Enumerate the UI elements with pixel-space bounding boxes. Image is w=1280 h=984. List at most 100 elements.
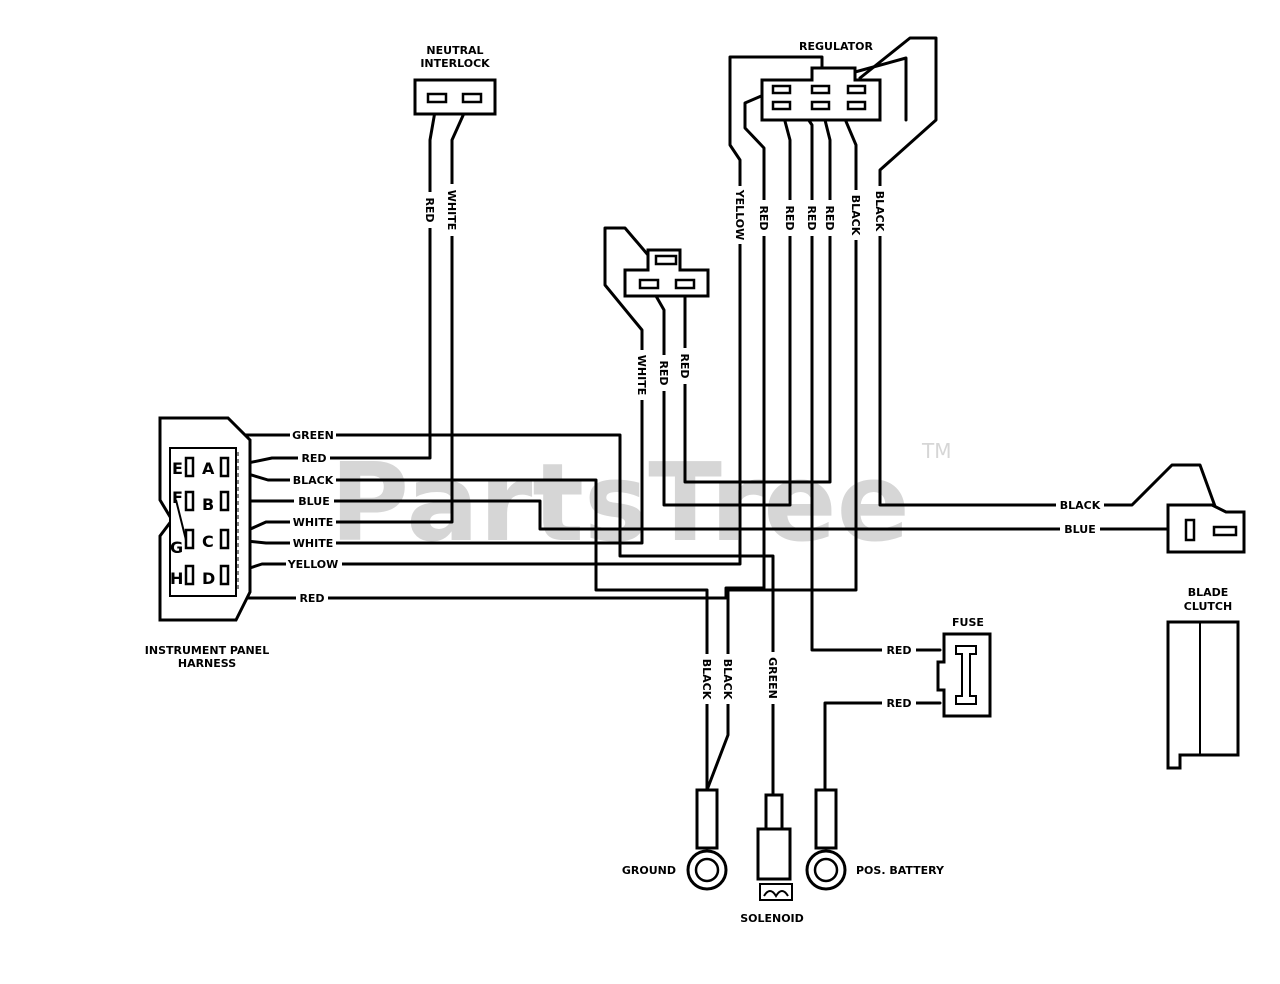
wire-label-switch-red: RED xyxy=(657,360,670,385)
label-bg xyxy=(721,654,735,704)
pin-label-a: A xyxy=(202,459,215,478)
label-bg xyxy=(700,654,714,704)
wire-white-c2 xyxy=(226,226,657,545)
label-bg xyxy=(657,355,671,391)
solenoid-label: SOLENOID xyxy=(740,912,804,925)
label-bg xyxy=(290,515,336,529)
wire-label-switch-white: WHITE xyxy=(635,355,648,395)
wire-label-clutch-black: BLACK xyxy=(1060,499,1101,512)
wire-label-solenoid-green: GREEN xyxy=(766,657,779,699)
wire-label-reg-red: RED xyxy=(757,205,770,230)
ground-ring-hole xyxy=(694,857,720,883)
pin-label-e: E xyxy=(172,459,183,478)
clutch-label-2: CLUTCH xyxy=(1184,600,1232,613)
label-bg xyxy=(766,652,780,704)
wire-switch-red2 xyxy=(683,118,832,484)
pin-socket-e xyxy=(184,456,195,478)
clutch-terminal xyxy=(1212,525,1238,537)
neutral-interlock: NEUTRAL INTERLOCK xyxy=(413,44,497,116)
pin-socket-f xyxy=(184,490,195,512)
wire-labels-vertical: RED WHITE WHITE RED RED YELLOW RED RED R… xyxy=(423,184,887,704)
wire-label-white: WHITE xyxy=(293,537,333,550)
watermark-tm: TM xyxy=(921,439,951,463)
wire-interlock-white xyxy=(331,98,472,524)
solenoid-symbol-coil xyxy=(763,890,789,898)
blade-clutch: BLADE CLUTCH xyxy=(1166,503,1246,770)
label-bg xyxy=(1056,498,1104,512)
label-bg xyxy=(873,186,887,236)
label-bg xyxy=(290,428,336,442)
label-bg xyxy=(678,348,692,384)
pin-label-g: G xyxy=(170,538,183,557)
label-bg xyxy=(290,536,336,550)
regulator-terminal xyxy=(846,100,867,111)
wire-label-clutch-blue: BLUE xyxy=(1064,523,1095,536)
harness-label-2: HARNESS xyxy=(178,657,236,670)
jumper-f-g xyxy=(175,499,187,541)
interlock-label-2: INTERLOCK xyxy=(420,57,490,70)
pin-label-f: F xyxy=(172,488,183,507)
pin-socket-a xyxy=(219,456,230,478)
label-bg xyxy=(849,190,863,240)
label-bg xyxy=(294,494,334,508)
wire-interlock-red xyxy=(328,98,439,460)
pin-label-h: H xyxy=(170,569,183,588)
label-bg xyxy=(298,451,330,465)
label-bg xyxy=(445,184,459,236)
label-bg xyxy=(423,192,437,228)
clutch-terminal xyxy=(1184,518,1196,542)
solenoid-terminal-spade xyxy=(756,827,792,881)
pin-label-c: C xyxy=(202,532,214,551)
solenoid-symbol xyxy=(759,883,793,901)
pos-battery-label: POS. BATTERY xyxy=(856,864,945,877)
wire-label-interlock-white: WHITE xyxy=(445,190,458,230)
wire-label-reg-red: RED xyxy=(823,205,836,230)
wire-red-bottom xyxy=(238,86,782,600)
label-bg xyxy=(635,350,649,400)
regulator: REGULATOR xyxy=(760,40,882,122)
label-bg xyxy=(1060,522,1100,536)
regulator-terminal xyxy=(810,100,831,111)
solenoid-terminal: SOLENOID xyxy=(740,793,804,925)
fuse-label: FUSE xyxy=(952,616,984,629)
label-bg xyxy=(286,557,342,571)
wires xyxy=(188,36,1222,797)
battery-terminal-barrel xyxy=(814,788,838,850)
instrument-panel-harness: E A F B G C H D INSTRUMENT PANEL HARNESS xyxy=(145,416,269,670)
pin-label-d: D xyxy=(202,569,215,588)
pin-socket-h xyxy=(184,564,195,586)
clutch-body xyxy=(1166,620,1240,770)
label-bg xyxy=(290,473,336,487)
interlock-terminal xyxy=(461,92,483,104)
regulator-terminal xyxy=(810,84,831,95)
pin-socket-d xyxy=(219,564,230,586)
wire-label-interlock-red: RED xyxy=(423,197,436,222)
regulator-terminal xyxy=(846,84,867,95)
pos-battery-terminal: POS. BATTERY xyxy=(805,788,945,891)
fuse: FUSE xyxy=(936,616,992,718)
switch-terminal xyxy=(654,254,678,266)
switch-terminal xyxy=(638,278,660,290)
wire-label-reg-black: BLACK xyxy=(849,195,862,236)
wire-label-white: WHITE xyxy=(293,516,333,529)
wire-label-reg-red: RED xyxy=(783,205,796,230)
wire-reg-fuse xyxy=(788,90,942,652)
wire-reg-black-short xyxy=(853,56,908,122)
wire-label-reg-yellow: YELLOW xyxy=(733,189,746,241)
interlock-label-1: NEUTRAL xyxy=(426,44,483,57)
pin-socket-c xyxy=(219,528,230,550)
label-bg xyxy=(882,696,916,710)
label-bg xyxy=(805,200,819,236)
label-bg xyxy=(733,186,747,244)
wire-label-reg-red: RED xyxy=(805,205,818,230)
interlock-terminal xyxy=(426,92,448,104)
wire-blue xyxy=(226,499,1187,531)
wire-black-a xyxy=(226,466,709,792)
switch-terminal xyxy=(674,278,696,290)
label-bg xyxy=(757,200,771,236)
wire-label-reg-black: BLACK xyxy=(873,191,886,232)
wire-label-blue: BLUE xyxy=(298,495,329,508)
pin-socket-b xyxy=(219,490,230,512)
wire-label-red: RED xyxy=(299,592,324,605)
